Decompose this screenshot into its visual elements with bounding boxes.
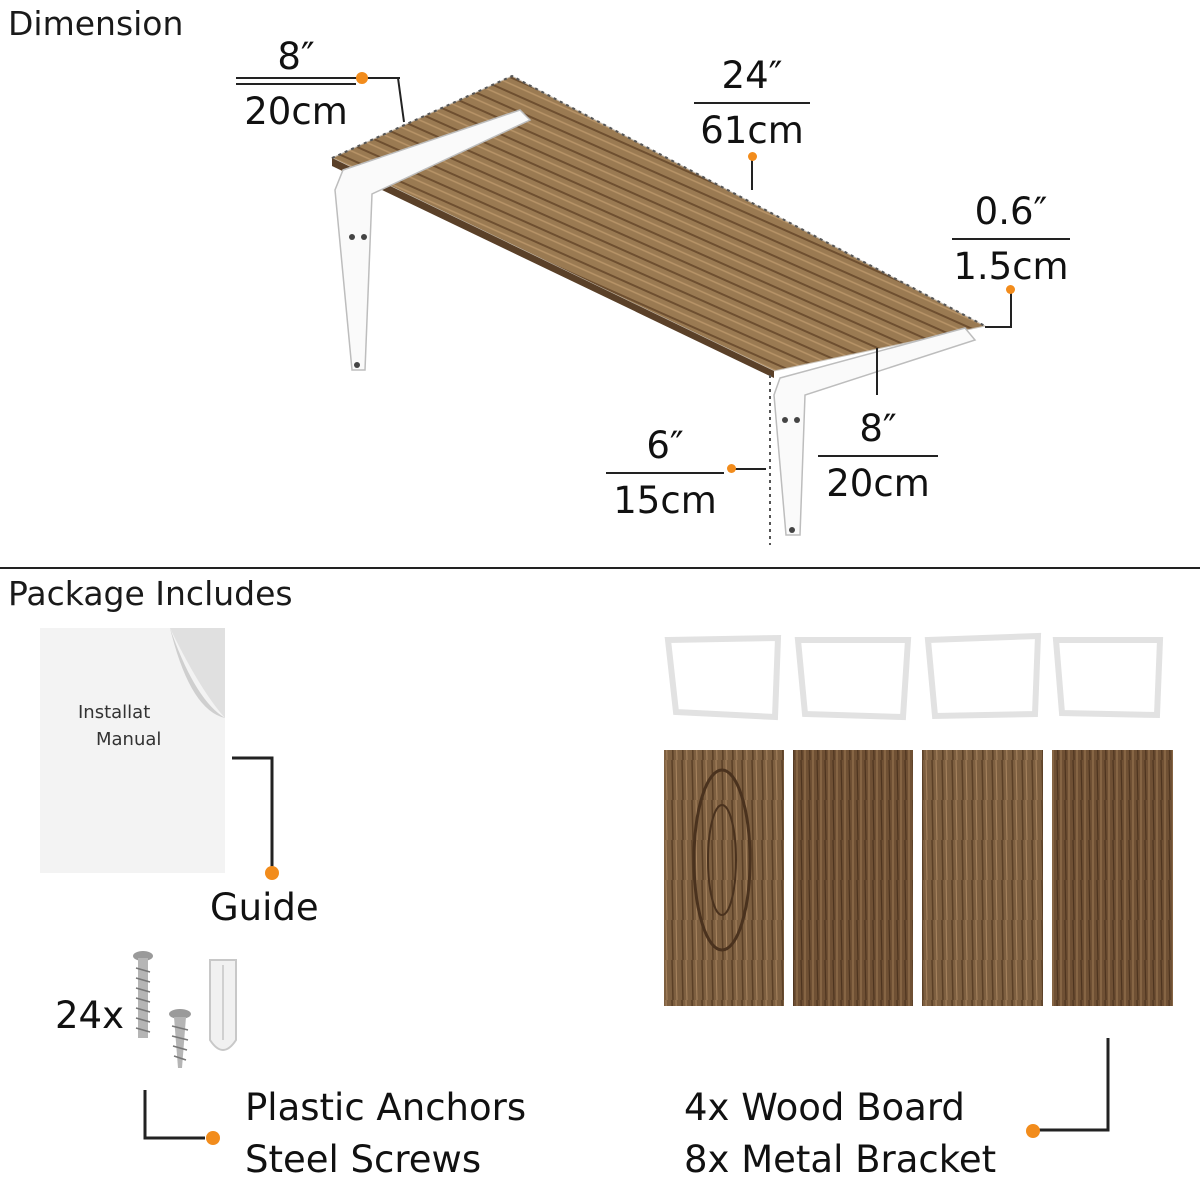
short-screw-icon [169, 1009, 191, 1068]
manual-sheet-icon [40, 628, 225, 873]
dimension-divider [694, 102, 810, 104]
dimension-depth-bottom-cm: 20cm [826, 462, 930, 505]
dimension-thickness-cm: 1.5cm [953, 245, 1069, 288]
dimension-depth-top-cm: 20cm [244, 90, 348, 133]
boards-marker-dot [1026, 1124, 1040, 1138]
metal-bracket-icon [664, 632, 1164, 721]
manual-text-line1: Installat [78, 702, 151, 723]
package-includes-title: Package Includes [8, 574, 293, 613]
long-screw-icon [133, 951, 153, 1038]
dimension-divider [236, 83, 356, 85]
dimension-bracket-height: 6″ 15cm [606, 427, 724, 519]
boards-label: 4x Wood Board 8x Metal Bracket [684, 1082, 996, 1186]
dimension-thickness: 0.6″ 1.5cm [952, 193, 1070, 285]
hardware-marker-dot [206, 1131, 220, 1145]
dimension-length: 24″ 61cm [694, 57, 810, 149]
dimension-marker-dot [1006, 285, 1015, 294]
hardware-label-line1: Plastic Anchors [245, 1086, 527, 1129]
hardware-label: Plastic Anchors Steel Screws [245, 1082, 526, 1186]
boards-label-line1: 4x Wood Board [684, 1086, 965, 1129]
dimension-marker-dot [748, 152, 757, 161]
dimension-title: Dimension [8, 4, 184, 43]
dimension-length-cm: 61cm [700, 109, 804, 152]
dimension-depth-bottom: 8″ 20cm [818, 410, 938, 502]
shelf-board-icon [330, 74, 987, 378]
dimension-thickness-inch: 0.6″ [974, 190, 1048, 233]
plastic-anchor-icon [209, 959, 237, 1051]
screw-count-label: 24x [55, 994, 124, 1037]
section-divider [0, 567, 1200, 569]
dimension-length-inch: 24″ [721, 54, 783, 97]
dimension-bracket-height-cm: 15cm [613, 479, 717, 522]
guide-marker-dot [265, 866, 279, 880]
dimension-bracket-height-inch: 6″ [646, 424, 684, 467]
boards-label-line2: 8x Metal Bracket [684, 1137, 997, 1181]
manual-text-line2: Manual [96, 729, 162, 750]
dimension-divider [952, 238, 1070, 240]
hardware-label-line2: Steel Screws [245, 1137, 482, 1181]
dimension-marker-dot [356, 72, 368, 84]
dimension-depth-top: 8″ 20cm [236, 38, 356, 130]
dimension-marker-dot [727, 464, 736, 473]
guide-label: Guide [210, 886, 319, 929]
dimension-divider [818, 455, 938, 457]
wood-board-icon [664, 750, 1173, 1006]
bracket-right-icon [773, 327, 977, 536]
dimension-divider [606, 472, 724, 474]
dimension-depth-bottom-inch: 8″ [859, 407, 897, 450]
bracket-left-icon [334, 109, 532, 371]
dimension-depth-top-inch: 8″ [277, 35, 315, 78]
